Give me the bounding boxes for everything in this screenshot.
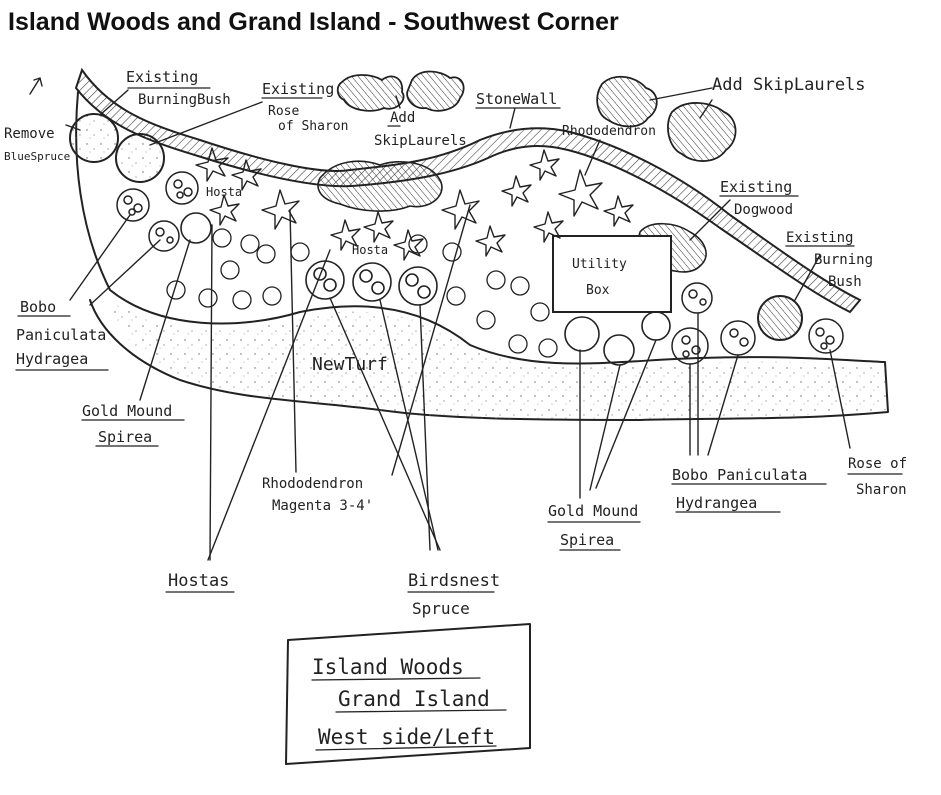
skip-laurel [596,75,658,128]
label-existing-burning-bush: Existing [126,68,198,86]
label-gold-mound-right: Gold Mound [548,502,638,520]
label-add-skip-laurels-left: Add [390,110,415,126]
label-birdsnest: Birdsnest [408,571,500,591]
label-bobo-left: Bobo [20,298,56,316]
label-hosta-middle: Hosta [352,243,388,257]
label-remove: Remove [4,126,55,142]
label-bush-right: Bush [828,274,862,290]
rhododendron-plants [195,147,634,261]
burning-bush-shrub [115,133,165,183]
label-paniculata-left: Paniculata [16,326,106,344]
title-block-line1: Island Woods [312,655,464,679]
label-burning-bush: BurningBush [138,92,231,108]
label-rose: Rose [268,104,299,119]
label-underlines [15,87,903,593]
new-turf-area [110,300,886,420]
birdsnest-spruce-shrubs [305,260,438,306]
rhododendron-clump [317,160,443,212]
label-existing-burning-bush-right: Existing [786,230,853,246]
label-hydrangea-right: Hydrangea [676,494,757,512]
utility-box [552,235,672,313]
label-hydragea-left: Hydragea [16,350,88,368]
label-of-sharon: of Sharon [278,119,348,134]
label-existing-rose: Existing [262,80,334,98]
title-block-line3: West side/Left [318,725,495,749]
skip-laurel [336,74,405,112]
label-bobo-right: Bobo Paniculata [672,466,807,484]
label-gold-mound-left: Gold Mound [82,402,172,420]
label-hostas: Hostas [168,571,229,591]
label-rhododendron-magenta: Rhododendron [262,476,363,492]
label-sharon-right: Sharon [856,482,907,498]
label-box: Box [586,283,610,298]
label-skip-laurels-left: SkipLaurels [374,133,467,149]
label-utility: Utility [572,257,627,272]
label-spirea-right: Spirea [560,531,614,549]
skip-laurel [667,102,737,162]
label-burning-right: Burning [814,252,873,268]
label-dogwood: Dogwood [734,202,793,218]
label-blue-spruce: BlueSpruce [4,150,70,163]
title-block: Island Woods Grand Island West side/Left [285,623,531,765]
label-new-turf: NewTurf [312,354,388,375]
title-block-line2: Grand Island [338,687,490,711]
page-title: Island Woods and Grand Island - Southwes… [8,8,619,36]
label-hosta-upper: Hosta [206,185,242,199]
label-existing-dogwood: Existing [720,178,792,196]
label-magenta-size: Magenta 3-4' [272,498,373,514]
burning-bush-shrub-right [757,295,803,341]
planting-bed-outline [75,91,889,421]
hosta-plants [166,228,558,358]
label-spruce: Spruce [412,599,470,618]
leader-lines [29,77,851,561]
label-rose-of-right: Rose of [848,456,907,472]
label-rhododendron-top: Rhododendron [562,124,656,139]
skip-laurel [406,70,465,112]
label-stone-wall: StoneWall [476,90,557,108]
blue-spruce-tree [69,113,119,163]
label-spirea-left: Spirea [98,428,152,446]
label-add-skip-laurels-right: Add SkipLaurels [712,75,866,95]
